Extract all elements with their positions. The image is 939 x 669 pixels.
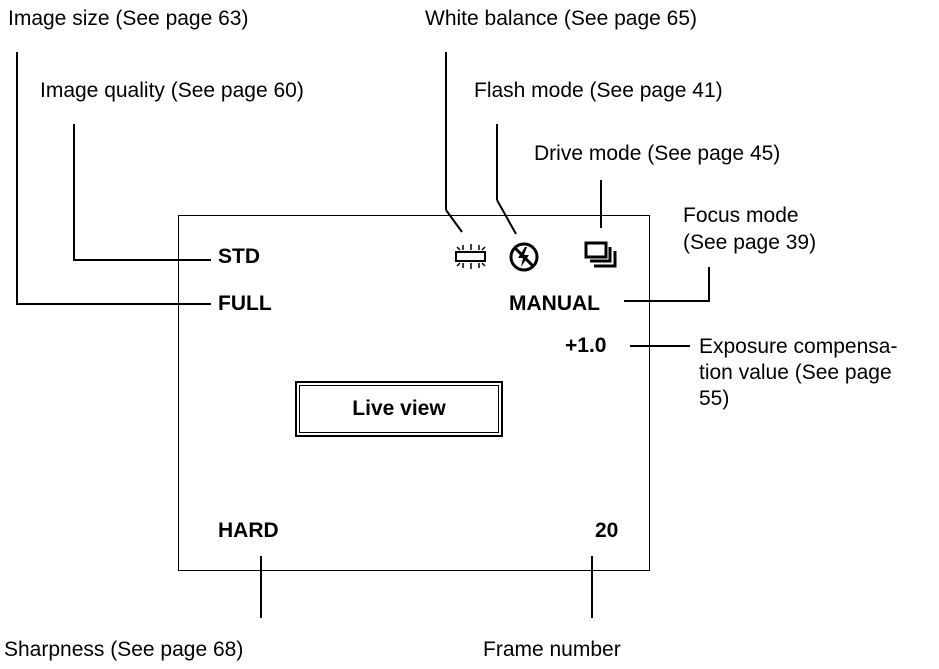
flash-mode-leader-diagonal <box>496 199 517 235</box>
image-quality-leader-horizontal <box>73 259 211 261</box>
drive-mode-leader <box>600 180 602 228</box>
sharpness-callout: Sharpness (See page 68) <box>4 638 244 661</box>
focus-mode-leader-horizontal <box>624 300 710 302</box>
continuous-drive-icon <box>584 241 617 268</box>
frame-number-leader <box>591 556 593 618</box>
sharpness-leader <box>260 556 262 618</box>
focus-mode-callout-line1: Focus mode <box>683 204 799 227</box>
flash-mode-callout: Flash mode (See page 41) <box>474 79 723 102</box>
image-size-callout: Image size (See page 63) <box>8 7 249 30</box>
exposure-callout-line1: Exposure compensa- <box>699 335 898 358</box>
image-quality-callout: Image quality (See page 60) <box>40 79 304 102</box>
sharpness-indicator: HARD <box>218 519 279 542</box>
live-view-box: Live view <box>295 381 503 437</box>
focus-mode-callout-line2: (See page 39) <box>683 231 817 254</box>
exposure-indicator: +1.0 <box>565 334 607 357</box>
exposure-leader <box>630 345 690 347</box>
white-balance-leader-diagonal <box>445 209 463 233</box>
drive-mode-callout: Drive mode (See page 45) <box>534 142 781 165</box>
white-balance-callout: White balance (See page 65) <box>425 7 698 30</box>
live-view-label: Live view <box>299 385 499 433</box>
focus-mode-leader-vertical <box>708 267 710 302</box>
image-quality-indicator: STD <box>218 245 260 268</box>
image-quality-leader-vertical <box>73 124 75 261</box>
fluorescent-icon <box>455 244 486 269</box>
frame-number-callout: Frame number <box>483 638 621 661</box>
frame-number-indicator: 20 <box>595 519 619 542</box>
image-size-leader-vertical <box>16 52 18 305</box>
monitor-screen <box>178 215 650 571</box>
image-size-leader-horizontal <box>16 303 211 305</box>
flash-cancel-icon <box>509 242 539 272</box>
focus-mode-indicator: MANUAL <box>509 292 600 315</box>
exposure-callout-line3: 55) <box>699 387 730 410</box>
exposure-callout-line2: tion value (See page <box>699 361 892 384</box>
image-size-indicator: FULL <box>218 292 272 315</box>
